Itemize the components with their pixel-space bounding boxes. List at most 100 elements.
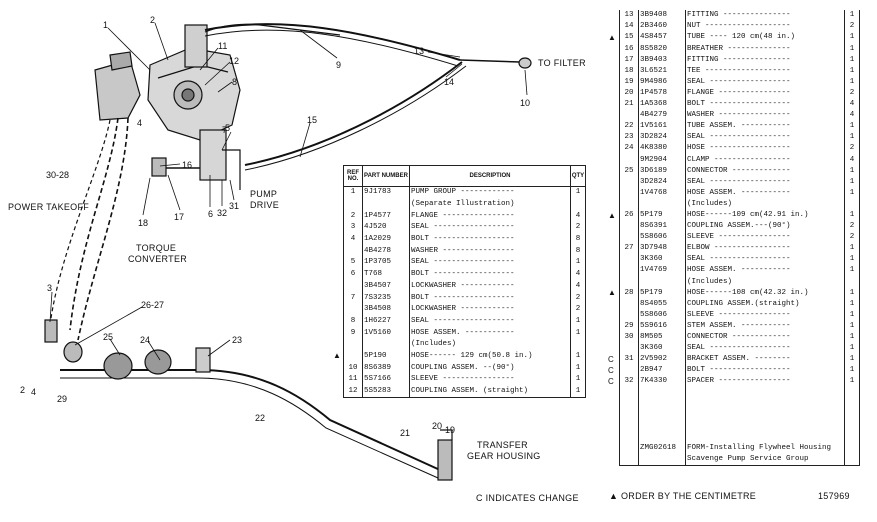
cell-description: FITTING --------------- <box>685 10 845 22</box>
callout-16: 16 <box>182 160 193 170</box>
callout-15: 15 <box>307 115 318 125</box>
cell-ref-no: 28 <box>619 287 639 299</box>
cell-qty: 1 <box>844 120 860 133</box>
callout-4: 4 <box>137 118 143 128</box>
cell-description: HOSE------108 cm(42.32 in.) <box>685 287 845 299</box>
cell-qty: 2 <box>844 87 860 99</box>
cell-ref-no <box>619 198 639 210</box>
cell-ref-no <box>619 176 639 188</box>
cell-part-number: 1V5161 <box>638 120 686 133</box>
cell-qty: 1 <box>844 376 860 388</box>
cell-ref-no <box>619 442 639 454</box>
header-ref-no: REF NO. <box>343 165 363 187</box>
cell-part-number: 1H6227 <box>362 315 410 328</box>
table-row: (Includes) <box>343 338 586 351</box>
cell-qty: 1 <box>844 353 860 365</box>
cell-qty: 1 <box>570 315 586 328</box>
cell-description: TUBE ---- 120 cm(48 in.) <box>685 32 845 44</box>
cell-part-number <box>638 387 686 399</box>
cell-description: SLEEVE ---------------- <box>409 374 571 386</box>
cell-ref-no: 25 <box>619 165 639 177</box>
cell-description: SEAL ------------------ <box>409 222 571 234</box>
cell-ref-no: 3 <box>343 222 363 234</box>
callout-25: 25 <box>103 332 114 342</box>
cell-qty: 1 <box>844 176 860 188</box>
table-row <box>619 387 860 399</box>
cell-description: TEE ------------------- <box>685 65 845 77</box>
change-mark: C <box>608 377 614 386</box>
cell-ref-no: 17 <box>619 54 639 66</box>
cell-description: BOLT ------------------ <box>685 365 845 377</box>
pump-drive-label-1: PUMP <box>250 189 278 199</box>
cell-part-number: 7S3235 <box>362 292 410 304</box>
cell-part-number: 7K4330 <box>638 376 686 388</box>
callout-8: 8 <box>232 77 238 87</box>
cell-description: COUPLING ASSEM.---(90°) <box>685 220 845 232</box>
cell-description: (Includes) <box>409 338 571 351</box>
cell-part-number: 9J1783 <box>362 186 410 199</box>
cell-part-number: 9M2904 <box>638 154 686 166</box>
cell-part-number: 3B4508 <box>362 303 410 316</box>
cell-ref-no <box>343 245 363 258</box>
cell-ref-no: 7 <box>343 292 363 304</box>
cell-part-number: 5P179 <box>638 287 686 299</box>
cell-description: TUBE ASSEM. ----------- <box>685 120 845 133</box>
cell-ref-no: 24 <box>619 143 639 155</box>
cell-ref-no: 26 <box>619 209 639 221</box>
cell-qty: 2 <box>570 303 586 316</box>
cell-part-number: 8S4055 <box>638 298 686 310</box>
hose-26-27 <box>69 117 119 331</box>
cell-description: HOSE------ 129 cm(50.8 in.) <box>409 350 571 363</box>
callout-21: 21 <box>400 428 411 438</box>
cell-part-number: 1A2029 <box>362 233 410 246</box>
order-by-length-mark: ▲ <box>608 33 616 42</box>
cell-description <box>685 398 845 410</box>
cell-part-number: T768 <box>362 268 410 281</box>
cell-qty <box>844 442 860 454</box>
cell-part-number: 3D7948 <box>638 242 686 255</box>
cell-description: FLANGE ---------------- <box>409 210 571 223</box>
cell-description: SEAL ------------------ <box>685 254 845 266</box>
cell-description: (Separate Illustration) <box>409 198 571 211</box>
callout-2: 2 <box>150 15 156 25</box>
power-takeoff-label: POWER TAKEOFF <box>8 202 90 212</box>
cell-part-number: 8S5820 <box>638 43 686 55</box>
cell-qty: 4 <box>844 154 860 166</box>
cell-description: PUMP GROUP ------------ <box>409 186 571 199</box>
cell-description: SEAL ------------------ <box>409 315 571 328</box>
cell-part-number: 1V4769 <box>638 265 686 277</box>
tube-15 <box>244 61 463 166</box>
cell-qty: 1 <box>844 209 860 221</box>
cell-qty: 1 <box>570 374 586 386</box>
callout-19: 19 <box>445 425 456 435</box>
cell-description: NUT ------------------- <box>685 21 845 33</box>
cell-part-number: 3D2824 <box>638 132 686 144</box>
cell-description: BOLT ------------------ <box>409 292 571 304</box>
cell-part-number: 2B947 <box>638 365 686 377</box>
callout-31: 31 <box>229 201 240 211</box>
cell-description: ELBOW ----------------- <box>685 242 845 255</box>
cell-part-number: 3D2824 <box>638 176 686 188</box>
cell-description <box>685 420 845 432</box>
callout-23: 23 <box>232 335 243 345</box>
transfer-gear-label-2: GEAR HOUSING <box>467 451 541 461</box>
order-by-length-mark: ▲ <box>608 211 616 220</box>
hose-9 <box>204 23 461 61</box>
